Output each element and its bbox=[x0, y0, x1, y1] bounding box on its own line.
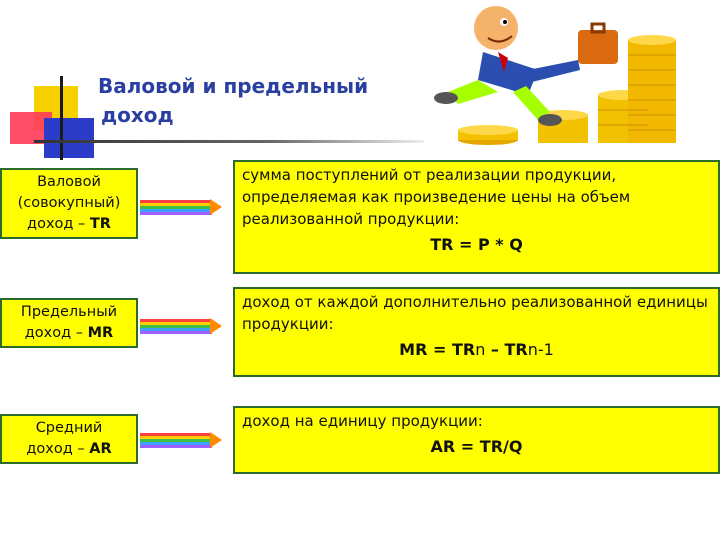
term-abbr: TR bbox=[89, 216, 111, 232]
term-line: Валовой bbox=[37, 174, 101, 190]
definition-text: сумма поступлений от реализации продукци… bbox=[242, 166, 631, 228]
term-text: доход – bbox=[24, 325, 88, 341]
title-line-1: Валовой и предельный bbox=[98, 74, 369, 98]
term-line: доход – MR bbox=[2, 323, 136, 344]
rainbow-arrow-icon bbox=[140, 318, 222, 334]
term-line: Средний bbox=[35, 420, 103, 436]
definition-box-tr: сумма поступлений от реализации продукци… bbox=[233, 160, 720, 274]
formula-part: – TR bbox=[485, 340, 528, 359]
term-text: доход – bbox=[27, 216, 90, 232]
formula-mr: MR = TRn – TRn-1 bbox=[242, 339, 711, 361]
logo-vertical-line bbox=[60, 76, 63, 160]
definition-box-mr: доход от каждой дополнительно реализован… bbox=[233, 287, 720, 377]
term-line: (совокупный) bbox=[17, 195, 121, 211]
definition-text: доход от каждой дополнительно реализован… bbox=[242, 293, 708, 333]
term-abbr: MR bbox=[87, 325, 114, 341]
formula-ar: AR = TR/Q bbox=[430, 437, 523, 456]
title-underline bbox=[34, 140, 424, 143]
term-box-tr: Валовой (совокупный) доход – TR bbox=[0, 168, 138, 239]
term-box-ar: Средний доход – AR bbox=[0, 414, 138, 464]
term-line: доход – AR bbox=[2, 439, 136, 460]
term-line: доход – TR bbox=[2, 214, 136, 235]
title-line-2: доход bbox=[101, 103, 174, 127]
term-box-mr: Предельный доход – MR bbox=[0, 298, 138, 348]
term-line: Предельный bbox=[20, 304, 118, 320]
rainbow-arrow-icon bbox=[140, 432, 222, 448]
definition-text: доход на единицу продукции: bbox=[242, 412, 483, 430]
page-title: Валовой и предельный доход bbox=[98, 72, 368, 130]
logo-square-blue bbox=[44, 118, 94, 158]
formula-part: MR = TR bbox=[399, 340, 476, 359]
businessman bbox=[434, 6, 618, 126]
formula-part: n-1 bbox=[527, 340, 554, 359]
term-abbr: AR bbox=[89, 441, 112, 457]
term-text: доход – bbox=[26, 441, 90, 457]
definition-box-ar: доход на единицу продукции: AR = TR/Q bbox=[233, 406, 720, 474]
formula-tr: TR = P * Q bbox=[430, 235, 523, 254]
businessman-with-coins-illustration bbox=[434, 6, 676, 145]
formula-part: n bbox=[475, 340, 486, 359]
rainbow-arrow-icon bbox=[140, 199, 222, 215]
